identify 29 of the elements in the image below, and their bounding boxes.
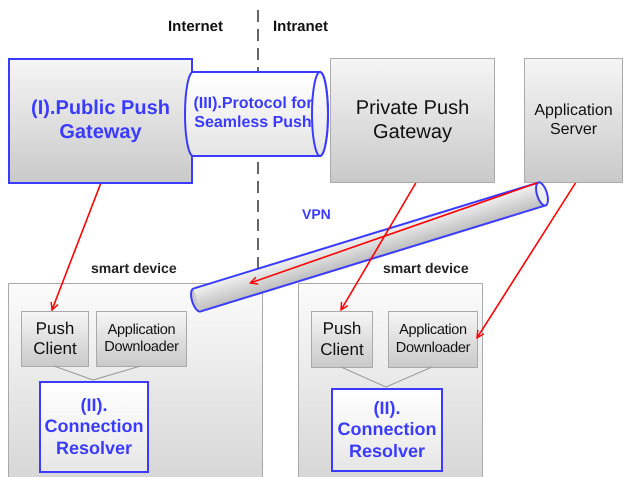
server-box bbox=[524, 58, 623, 183]
connector-line bbox=[340, 366, 386, 388]
node-label: Application Downloader bbox=[394, 322, 472, 357]
zone-label: Intranet bbox=[273, 18, 328, 35]
edge-label: VPN bbox=[300, 206, 333, 222]
connector-line bbox=[386, 366, 432, 388]
node-label: (I).Public Push Gateway bbox=[30, 97, 171, 145]
module-box bbox=[388, 311, 478, 368]
node-label: (II). Connection Resolver bbox=[336, 398, 438, 462]
gateway-box bbox=[330, 58, 495, 183]
node-label: Push Client bbox=[32, 318, 78, 360]
device-heading: smart device bbox=[91, 260, 177, 276]
node-label: Application Downloader bbox=[103, 322, 180, 356]
arrow bbox=[250, 182, 538, 285]
resolver-box bbox=[331, 388, 443, 472]
arrow bbox=[50, 184, 102, 311]
device-heading: smart device bbox=[383, 260, 469, 276]
arrow bbox=[476, 182, 576, 339]
gateway-box bbox=[8, 58, 193, 184]
node-label: Push Client bbox=[319, 319, 365, 360]
module-box bbox=[96, 311, 187, 367]
module-box bbox=[21, 311, 89, 367]
module-box bbox=[311, 311, 373, 368]
resolver-box bbox=[39, 381, 149, 473]
node-label: Private Push Gateway bbox=[354, 96, 470, 144]
node-label: Application Server bbox=[533, 102, 614, 140]
zone-label: Internet bbox=[168, 18, 224, 35]
node-label: (II). Connection Resolver bbox=[44, 395, 144, 459]
arrow bbox=[340, 182, 416, 311]
